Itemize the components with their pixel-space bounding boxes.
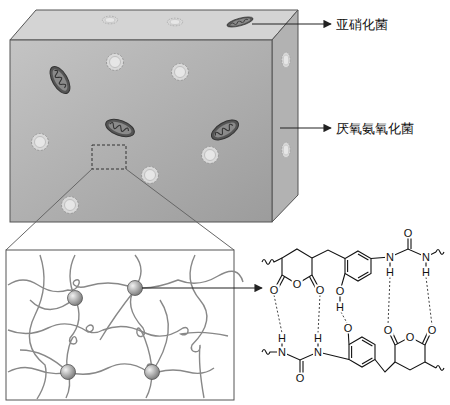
polymer-network (8, 255, 243, 399)
atom-label: H (385, 267, 395, 278)
organism-label: 厌氧氨氧化菌 (336, 122, 414, 135)
atom-label: O (403, 228, 414, 239)
chemical-structure (262, 233, 444, 378)
atom-label: O (427, 325, 438, 336)
atom-label: O (269, 285, 280, 296)
crosslink-spheres (61, 281, 160, 380)
atom-label: N (385, 252, 395, 263)
atom-label: O (315, 285, 326, 296)
zoom-arrow (142, 287, 262, 288)
atom-label: H (335, 302, 345, 313)
atom-label: N (421, 252, 431, 263)
atom-label: O (383, 325, 394, 336)
hydrogen-bonds (274, 277, 432, 333)
atom-label: O (343, 323, 354, 334)
atom-label: O (335, 286, 346, 297)
atom-label: H (277, 333, 287, 344)
atom-label: O (292, 279, 303, 290)
atom-label: O (295, 373, 306, 384)
atom-label: N (277, 347, 287, 358)
atom-label: H (313, 333, 323, 344)
zoom-callout (6, 145, 234, 400)
atom-label: N (313, 347, 323, 358)
nitrosifying-bacteria (32, 16, 291, 213)
atom-label: H (421, 267, 431, 278)
organism-label: 亚硝化菌 (336, 18, 388, 31)
anammox-bacteria (46, 15, 254, 144)
label-arrows (252, 24, 331, 128)
atom-label: O (405, 332, 416, 343)
